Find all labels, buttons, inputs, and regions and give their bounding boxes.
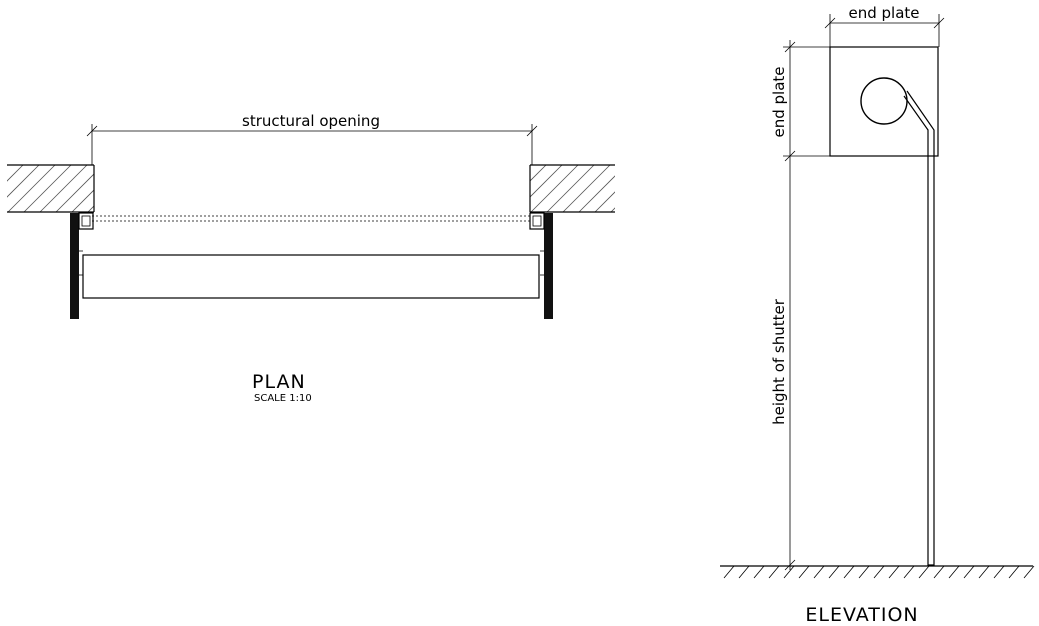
end-plate-height-dimension: end plate [770, 40, 830, 570]
ground-hatch-line [813, 565, 825, 579]
hatch-line [530, 165, 563, 198]
ground-hatch-line [963, 565, 975, 579]
ground-hatch-line [798, 565, 810, 579]
structural-opening-label: structural opening [242, 112, 380, 130]
hatch-line [23, 165, 72, 212]
hatch-line [643, 165, 690, 212]
hatch-line [55, 173, 94, 212]
hatch-line [87, 205, 94, 212]
roller-barrel [82, 254, 540, 299]
elevation-view: end plate end plate height of shutter EL… [720, 4, 1035, 626]
ground-hatch-line [828, 565, 840, 579]
plan-scale: SCALE 1:10 [254, 393, 312, 404]
hatch-line [120, 165, 167, 212]
hatch-line [594, 191, 615, 212]
hatch-line [136, 165, 183, 212]
elevation-title: ELEVATION [805, 604, 918, 626]
shutter-height-dimension: height of shutter [770, 298, 796, 571]
ground-hatch-line [978, 565, 990, 579]
hatch-line [104, 165, 151, 212]
ground-line [720, 565, 1035, 579]
hatch-line [530, 165, 547, 182]
end-plate-width-label: end plate [848, 4, 919, 22]
shutter-guide [903, 90, 935, 566]
end-plate-height-label: end plate [770, 66, 788, 137]
ground-hatch-line [723, 565, 735, 579]
hatch-line [562, 165, 611, 212]
ground-hatch-line [1023, 565, 1035, 579]
right-wall [529, 164, 706, 213]
hatch-line [546, 165, 595, 212]
ground-hatch-line [1008, 565, 1020, 579]
ground-hatch-line [783, 565, 795, 579]
ground-hatch-line [933, 565, 945, 579]
ground-hatch-line [768, 565, 780, 579]
hatch-line [39, 165, 88, 212]
roller-circle [860, 77, 908, 125]
ground-hatch-line [918, 565, 930, 579]
shutter-curtain [92, 215, 532, 222]
hatch-line [7, 165, 40, 198]
ground-hatch-line [738, 565, 750, 579]
end-plate-width-dimension: end plate [824, 4, 945, 47]
plan-title: PLAN [252, 371, 306, 393]
left-wall [7, 164, 183, 213]
hatch-line [7, 165, 8, 166]
hatch-line [7, 165, 24, 182]
hatch-line [627, 165, 674, 212]
hatch-line [7, 165, 56, 212]
left-guide-rail [70, 212, 94, 319]
ground-hatch-line [993, 565, 1005, 579]
ground-hatch-line [873, 565, 885, 579]
hatch-line [530, 165, 531, 166]
hatch-line [578, 175, 615, 212]
plan-view: structural opening PLAN SCALE 1:10 [7, 112, 706, 404]
structural-opening-dimension: structural opening [86, 112, 538, 165]
ground-hatch-line [903, 565, 915, 579]
ground-hatch-line [858, 565, 870, 579]
end-plate [829, 46, 939, 157]
hatch-line [659, 165, 706, 212]
ground-hatch-line [753, 565, 765, 579]
hatch-line [71, 189, 94, 212]
shutter-height-label: height of shutter [770, 298, 788, 425]
ground-hatch-line [843, 565, 855, 579]
hatch-line [530, 165, 579, 212]
ground-hatch-line [948, 565, 960, 579]
ground-hatch-line [888, 565, 900, 579]
right-guide-rail [529, 212, 553, 319]
hatch-line [610, 207, 615, 212]
